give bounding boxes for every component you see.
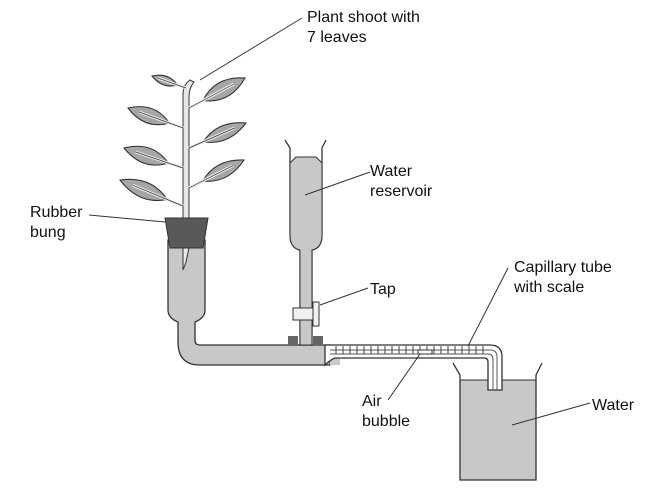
tap[interactable]: [292, 301, 320, 327]
beaker: [452, 362, 543, 481]
label-capillary-tube: Capillary tube with scale: [514, 258, 612, 298]
water-pointer: [511, 402, 591, 426]
beaker-water: [460, 380, 536, 480]
beaker-outline: [452, 362, 543, 481]
rubber-bung-pointer: [88, 214, 166, 223]
label-water-reservoir: Water reservoir: [370, 162, 432, 202]
label-line: Rubber: [30, 204, 83, 221]
label-line: bung: [30, 224, 66, 241]
label-tap: Tap: [370, 280, 396, 300]
leaf-vein: [188, 127, 235, 149]
label-line: bubble: [362, 413, 411, 430]
plant-shoot-pointer: [199, 17, 303, 81]
capillary-scale: [335, 346, 484, 354]
rubber-bung: [164, 217, 209, 249]
air-bubble-pointer: [387, 353, 421, 401]
plant-shoot: [118, 74, 248, 271]
label-line: Tap: [370, 281, 396, 298]
stem-base: [182, 247, 190, 271]
air-bubble: [417, 349, 433, 355]
leaf-vein: [158, 78, 187, 89]
capillary-tube-pointer: [467, 267, 509, 347]
reservoir-water: [289, 156, 323, 346]
clamp-right: [313, 336, 323, 346]
clamp-left: [288, 336, 298, 346]
capillary-outline: [324, 344, 503, 391]
leaf-vein: [132, 184, 184, 207]
label-water: Water: [592, 396, 634, 416]
capillary-bore: [330, 349, 498, 390]
label-line: 7 leaves: [307, 29, 367, 46]
label-line: Water: [592, 397, 635, 414]
leaf-vein: [188, 83, 234, 109]
leaf-vein: [135, 151, 184, 169]
label-line: Water: [370, 163, 413, 180]
label-air-bubble: Air bubble: [362, 392, 410, 432]
label-line: Capillary tube: [514, 259, 612, 276]
tap-handle[interactable]: [312, 301, 320, 327]
label-line: Air: [362, 393, 382, 410]
label-line: Plant shoot with: [307, 9, 420, 26]
leaf-vein: [188, 165, 234, 189]
label-line: reservoir: [370, 183, 433, 200]
tap-pointer: [319, 287, 369, 306]
leaf-vein: [138, 111, 184, 129]
water-reservoir-pointer: [304, 171, 371, 196]
label-lines: [88, 17, 591, 426]
label-plant-shoot: Plant shoot with 7 leaves: [307, 8, 420, 48]
label-line: with scale: [514, 279, 585, 296]
label-rubber-bung: Rubber bung: [30, 203, 82, 243]
stem: [182, 79, 195, 219]
capillary-tube: [324, 344, 503, 391]
leaves: [118, 74, 248, 208]
